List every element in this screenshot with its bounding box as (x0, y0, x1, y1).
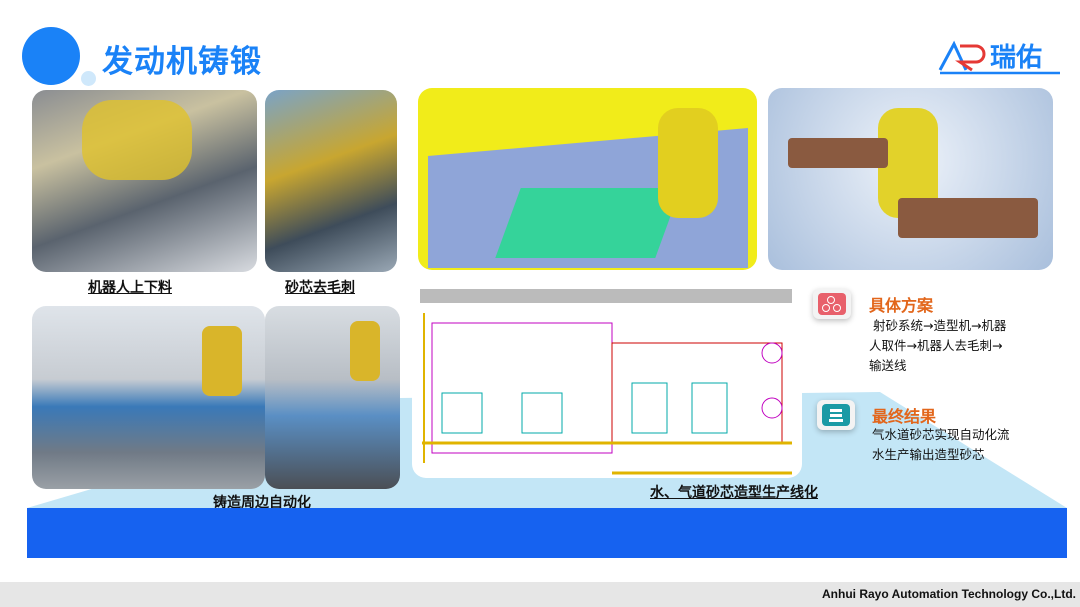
result-line: 水生产输出造型砂芯 (872, 447, 985, 462)
plan-line: 输送线 (869, 358, 907, 373)
title-dot-icon (22, 27, 80, 85)
production-line-drawing (412, 283, 802, 478)
robot-loading-photo (32, 90, 257, 272)
svg-text:瑞佑: 瑞佑 (990, 43, 1042, 73)
casting-automation-photo-2 (265, 306, 400, 489)
plan-line: 人取件→机器人去毛刺→ (869, 338, 1003, 353)
plan-body: 射砂系统→造型机→机器 人取件→机器人去毛刺→ 输送线 (869, 316, 1069, 376)
page-title: 发动机铸锻 (102, 44, 262, 80)
footer-company: Anhui Rayo Automation Technology Co.,Ltd… (822, 587, 1076, 601)
result-heading: 最终结果 (872, 407, 937, 426)
machine-icon (822, 404, 850, 426)
deburr-photo (265, 90, 397, 272)
title-small-dot-icon (81, 71, 96, 86)
result-line: 气水道砂芯实现自动化流 (872, 427, 1010, 442)
footer-bar: Anhui Rayo Automation Technology Co.,Ltd… (0, 582, 1080, 607)
casting-automation-photo-1 (32, 306, 265, 489)
plan-icon-button (813, 289, 851, 319)
caption-robot-loading: 机器人上下料 (88, 280, 172, 296)
caption-production-line: 水、气道砂芯造型生产线化 (650, 485, 818, 501)
caption-deburr: 砂芯去毛刺 (285, 280, 355, 296)
company-logo: 瑞佑 (938, 40, 1060, 75)
plan-heading: 具体方案 (869, 296, 934, 315)
blue-base-band (27, 508, 1067, 558)
plan-line: 射砂系统→造型机→机器 (869, 318, 1007, 333)
cad-robot-cell-image (418, 88, 757, 270)
result-body: 气水道砂芯实现自动化流 水生产输出造型砂芯 (872, 425, 1072, 465)
cad-gripper-image (768, 88, 1053, 270)
caption-casting-automation: 铸造周边自动化 (213, 495, 311, 511)
result-icon-button (817, 400, 855, 430)
flow-nodes-icon (818, 293, 846, 315)
